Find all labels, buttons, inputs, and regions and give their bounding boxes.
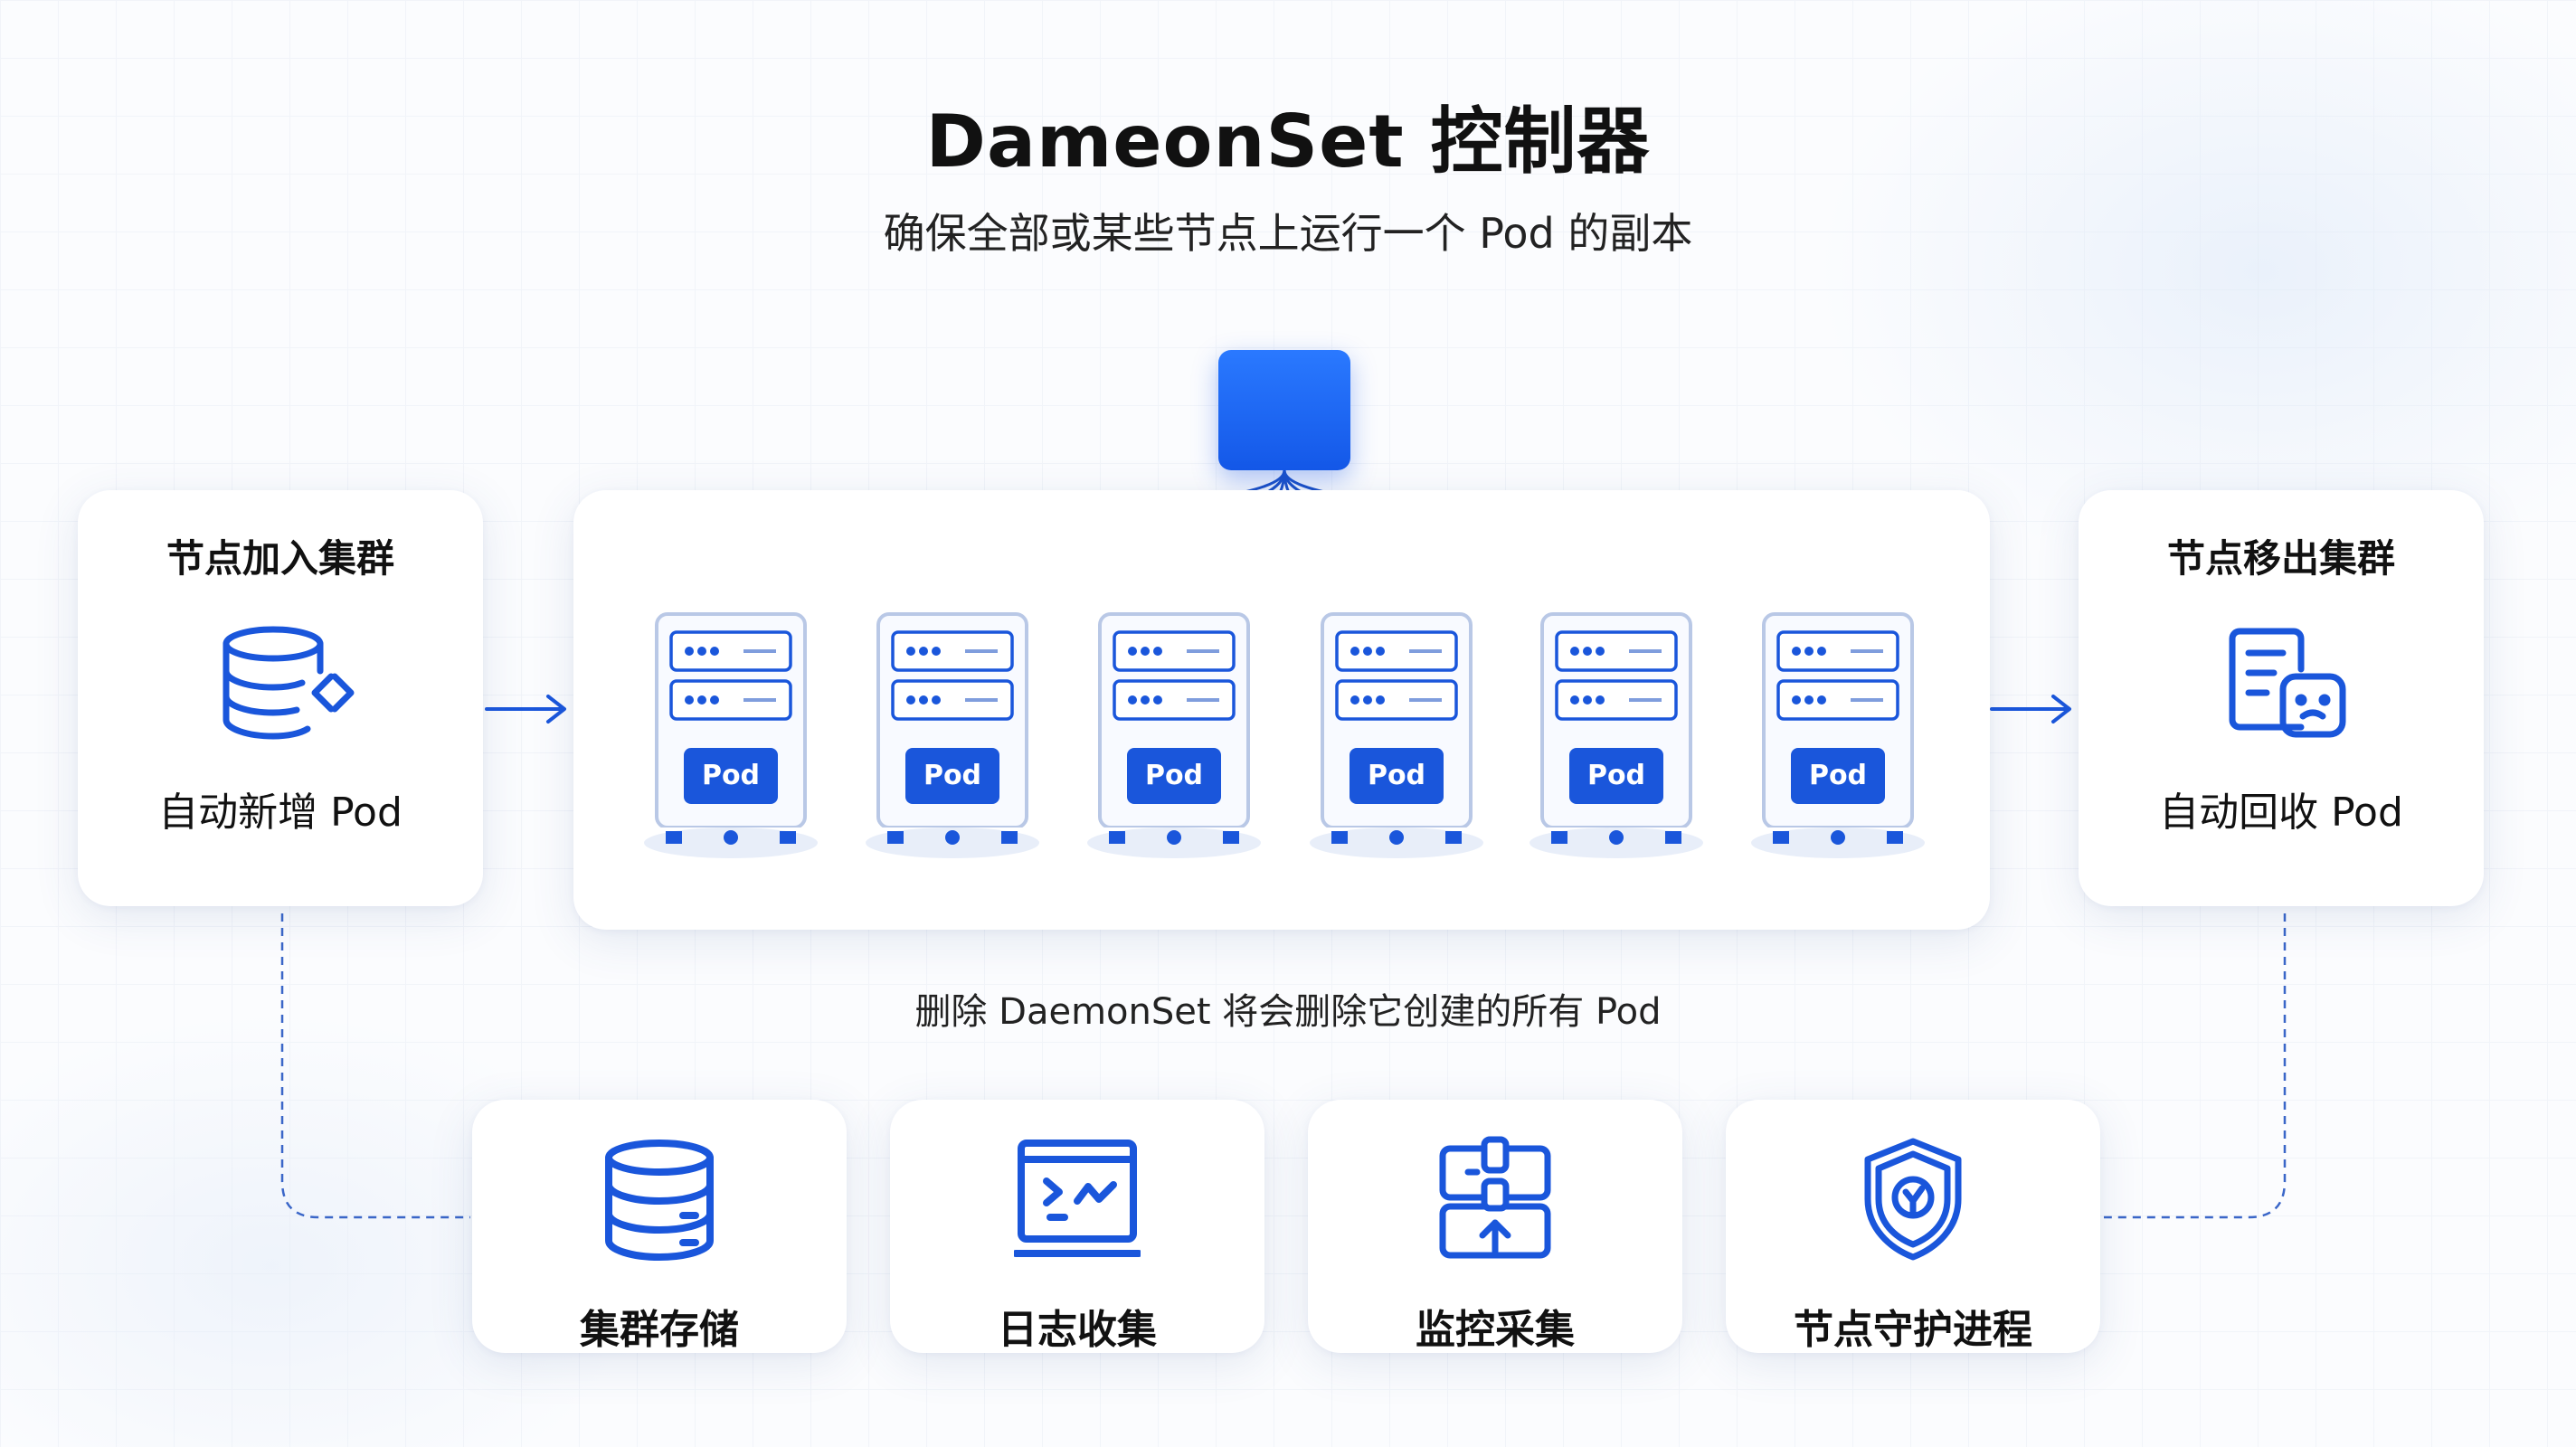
feature-card-monitoring: 监控采集 [1308, 1100, 1682, 1353]
page-title: DameonSet 控制器 [925, 99, 1651, 184]
node-server: Pod [1530, 610, 1703, 858]
node-join-title: 节点加入集群 [166, 536, 394, 581]
node-server: Pod [866, 610, 1039, 858]
database-icon [605, 1140, 714, 1262]
pod-badge: Pod [684, 748, 778, 804]
pod-badge: Pod [905, 748, 999, 804]
pod-badge: Pod [1127, 748, 1221, 804]
feature-card-storage: 集群存储 [472, 1100, 847, 1353]
document-removal-icon [2229, 628, 2346, 738]
pod-badge: Pod [1569, 748, 1663, 804]
deletion-note: 删除 DaemonSet 将会删除它创建的所有 Pod [914, 991, 1662, 1033]
database-sync-icon [223, 626, 355, 740]
pod-badge: Pod [1791, 748, 1885, 804]
feature-label: 节点守护进程 [1794, 1307, 2032, 1353]
node-join-footer: 自动新增 Pod [158, 790, 402, 836]
node-server: Pod [1751, 610, 1925, 858]
node-server: Pod [644, 610, 818, 858]
feature-label: 监控采集 [1416, 1307, 1575, 1353]
terminal-log-icon [1014, 1140, 1141, 1257]
node-leave-title: 节点移出集群 [2166, 536, 2395, 581]
controller-square-icon [1218, 350, 1350, 470]
arrow-right-icon [1990, 695, 2071, 724]
shield-guard-icon [1864, 1138, 1962, 1261]
nodes-panel [573, 490, 1990, 930]
monitor-collect-icon [1439, 1136, 1551, 1259]
pod-badge: Pod [1350, 748, 1444, 804]
feature-label: 集群存储 [580, 1307, 739, 1353]
node-leave-card: 节点移出集群 自动回收 Pod [2079, 490, 2484, 906]
node-leave-footer: 自动回收 Pod [2159, 790, 2403, 836]
feature-label: 日志收集 [998, 1307, 1157, 1353]
page-subtitle: 确保全部或某些节点上运行一个 Pod 的副本 [883, 209, 1693, 258]
arrow-right-icon [485, 695, 566, 724]
node-server: Pod [1310, 610, 1483, 858]
node-server: Pod [1087, 610, 1261, 858]
node-join-card: 节点加入集群 自动新增 Pod [78, 490, 483, 906]
feature-card-daemon: 节点守护进程 [1726, 1100, 2100, 1353]
feature-card-logs: 日志收集 [890, 1100, 1264, 1353]
